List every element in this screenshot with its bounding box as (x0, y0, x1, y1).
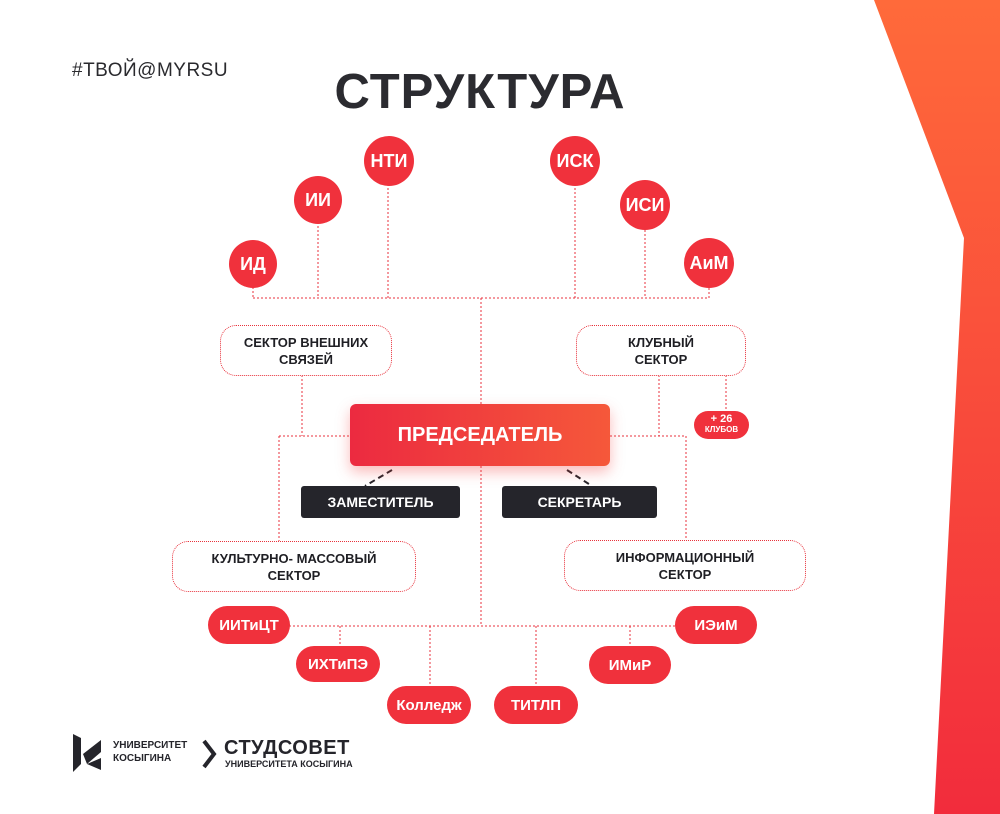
info-sector: ИНФОРМАЦИОННЫЙ СЕКТОР (564, 540, 806, 591)
cultural-sector: КУЛЬТУРНО- МАССОВЫЙ СЕКТОР (172, 541, 416, 592)
institute-pill: ИЭиМ (675, 606, 757, 644)
institute-pill: ИИТиЦТ (208, 606, 290, 644)
institute-pill: Колледж (387, 686, 471, 724)
clubs-count-badge: + 26 КЛУБОВ (694, 411, 749, 439)
institute-pill: ИХТиПЭ (296, 646, 380, 682)
institute-circle: ИИ (294, 176, 342, 224)
institute-pill: ТИТЛП (494, 686, 578, 724)
institute-pill: ИМиР (589, 646, 671, 684)
secretary-box: СЕКРЕТАРЬ (502, 486, 657, 518)
clubs-count: + 26 (710, 413, 733, 425)
student-council-title: СТУДСОВЕТ (224, 737, 350, 759)
student-council-subtitle: УНИВЕРСИТЕТА КОСЫГИНА (225, 759, 353, 769)
institute-circle: ИСИ (620, 180, 670, 230)
institute-circle: ИД (229, 240, 277, 288)
institute-circle: НТИ (364, 136, 414, 186)
hashtag: #ТВОЙ@MYRSU (72, 60, 229, 81)
page-title: СТРУКТУРА (334, 65, 626, 119)
external-relations-sector: СЕКТОР ВНЕШНИХ СВЯЗЕЙ (220, 325, 392, 376)
chevron-right-icon (202, 739, 217, 769)
institute-circle: ИСК (550, 136, 600, 186)
institute-circle: АиМ (684, 238, 734, 288)
deputy-box: ЗАМЕСТИТЕЛЬ (301, 486, 460, 518)
chairman-box: ПРЕДСЕДАТЕЛЬ (350, 404, 610, 466)
university-name-line2: КОСЫГИНА (113, 753, 172, 764)
club-sector: КЛУБНЫЙ СЕКТОР (576, 325, 746, 376)
university-name-line1: УНИВЕРСИТЕТ (113, 740, 188, 751)
university-logo-icon (73, 734, 101, 772)
clubs-label: КЛУБОВ (704, 425, 739, 434)
